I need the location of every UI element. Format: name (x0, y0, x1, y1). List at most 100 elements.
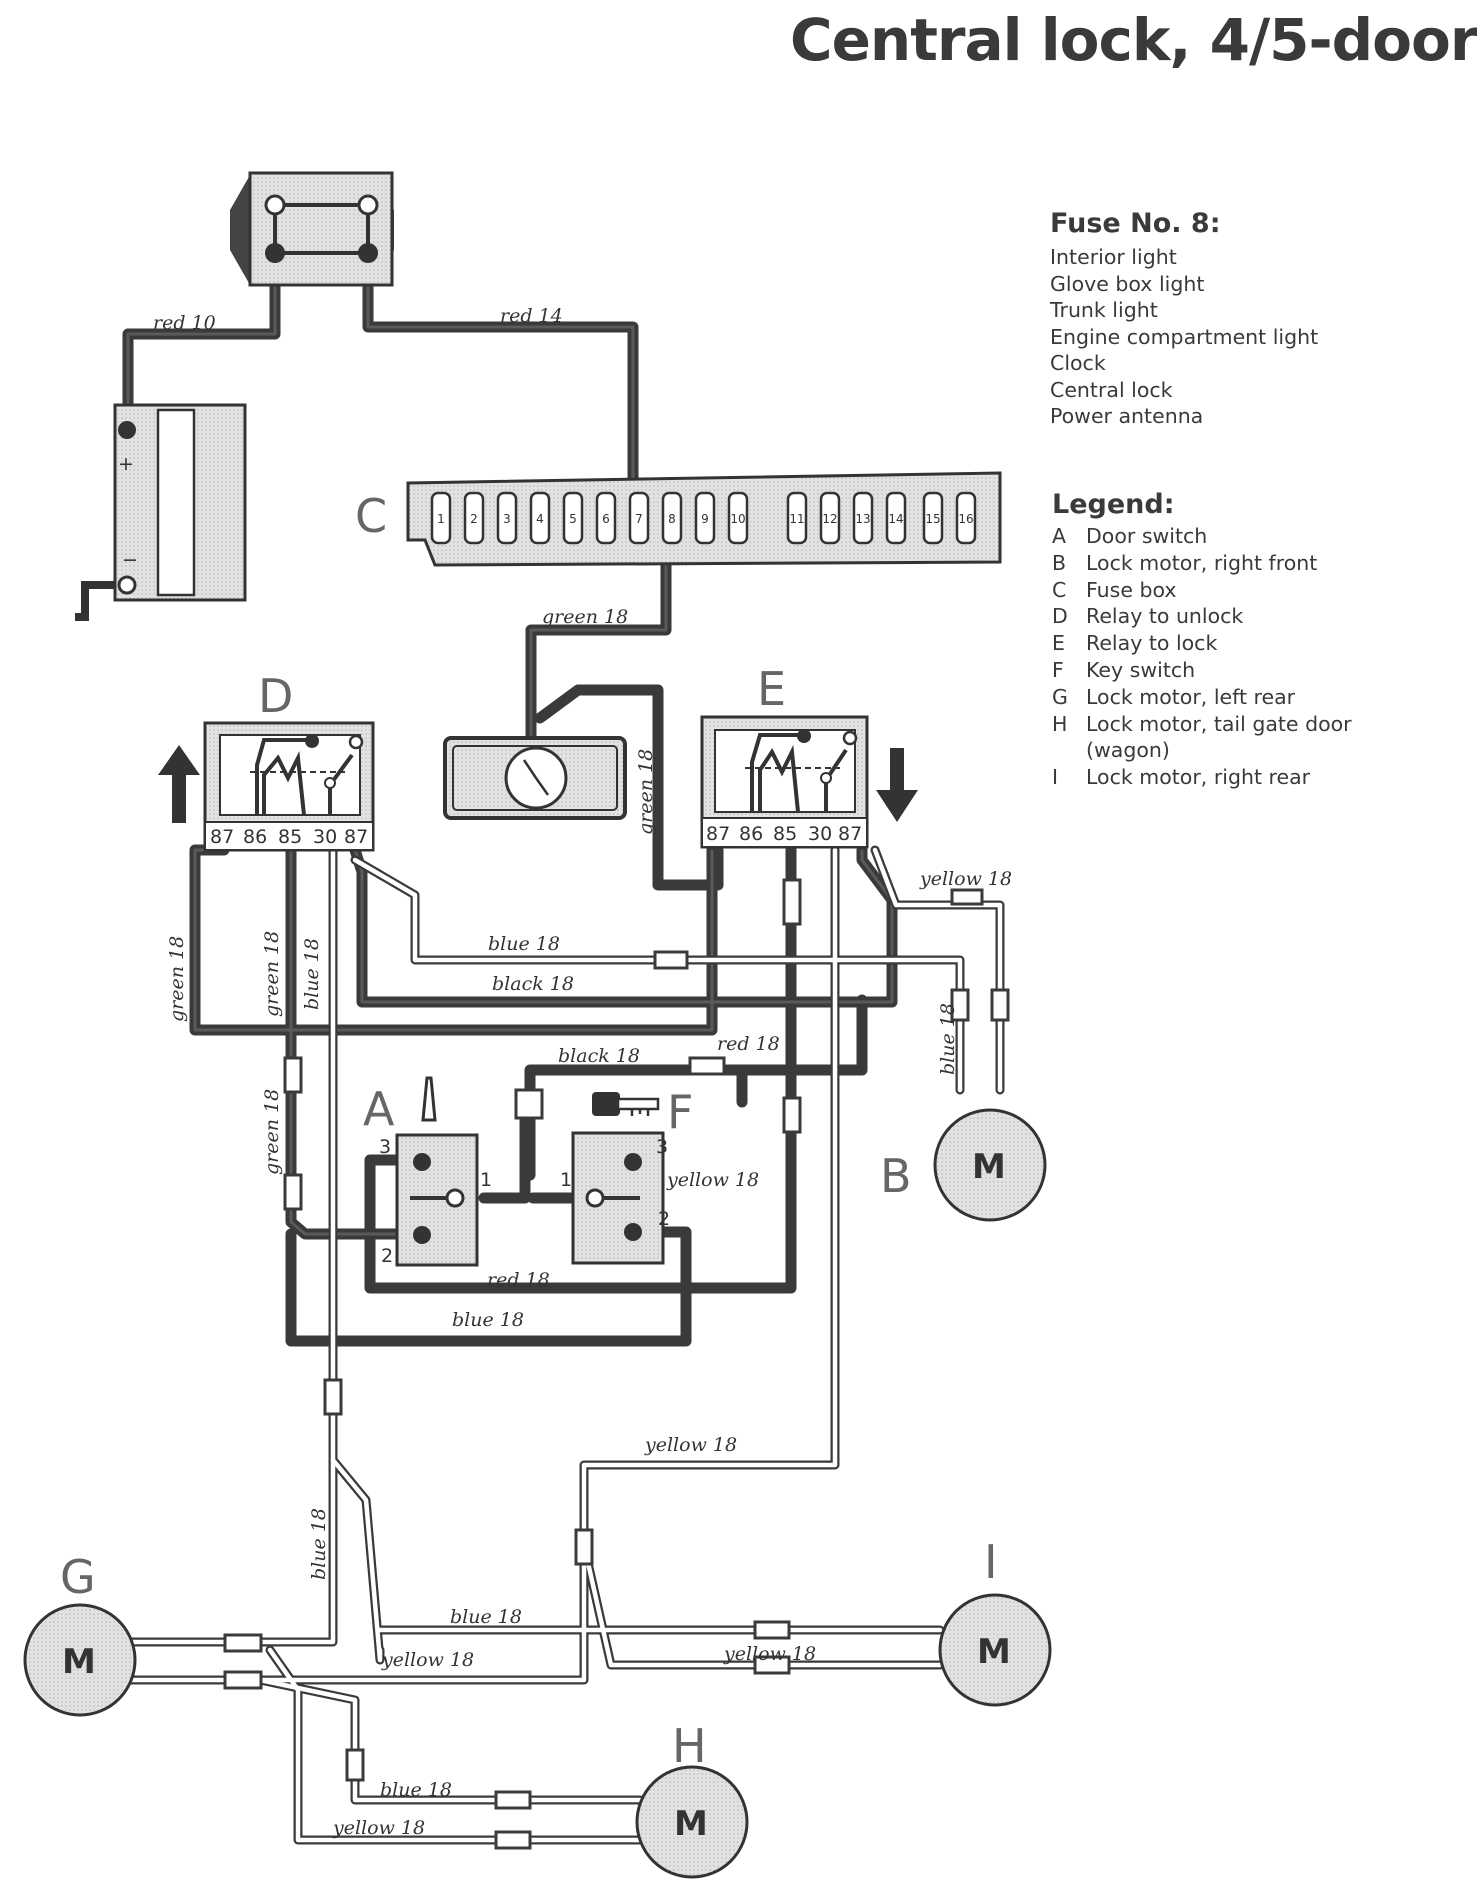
label-blue-18-loop: blue 18 (452, 1309, 524, 1331)
legend-label: Relay to unlock (1086, 604, 1244, 629)
label-blue-18-i: blue 18 (450, 1606, 522, 1628)
fuse-number: 4 (536, 512, 544, 526)
label-yellow-18-g: yellow 18 (381, 1649, 474, 1671)
legend-label: Lock motor, tail gate door (wagon) (1086, 711, 1352, 763)
motor-b: M B (880, 1108, 1047, 1222)
relay-d-pin-86: 86 (243, 826, 267, 848)
legend-label: Fuse box (1086, 577, 1177, 602)
label-green-18-vertical: green 18 (635, 749, 657, 835)
fuse-number: 5 (569, 512, 577, 526)
component-letter-g: G (60, 1550, 96, 1604)
relay-e-pin-30: 30 (808, 823, 832, 845)
fuse-number: 10 (730, 512, 745, 526)
arrow-down-icon (876, 748, 918, 822)
fuse-number: 6 (602, 512, 610, 526)
fuse-slot (727, 491, 749, 545)
relay-e-pin-87: 87 (706, 823, 730, 845)
fuse-number: 16 (958, 512, 973, 526)
connector (688, 1056, 726, 1076)
label-black-18-af: black 18 (558, 1045, 640, 1067)
component-letter-c: C (355, 489, 387, 543)
battery: + − (75, 403, 247, 621)
wire-blue-E (350, 855, 965, 1095)
fuse-heading: Fuse No. 8: (1050, 208, 1221, 239)
legend-key: D (1052, 604, 1068, 629)
main-switch (230, 171, 394, 287)
fuse-number: 2 (470, 512, 478, 526)
legend-key: H (1052, 711, 1068, 736)
relay-e-pin-87b: 87 (838, 823, 862, 845)
wire-red-E-85 (364, 844, 797, 1294)
connector (782, 878, 802, 926)
battery-plus: + (118, 453, 134, 475)
legend-item: G Lock motor, left rear (1052, 684, 1382, 711)
fuse-item: Interior light (1050, 245, 1177, 269)
connector (950, 988, 970, 1022)
connector (653, 950, 689, 970)
fuse-item: Engine compartment light (1050, 324, 1319, 349)
label-black-18: black 18 (492, 973, 574, 995)
fuse-slot (955, 491, 977, 545)
fuse-number: 7 (635, 512, 643, 526)
relay-d-pin-87b: 87 (344, 826, 368, 848)
label-red-14: red 14 (500, 305, 563, 327)
relay-d-pin-85: 85 (278, 826, 302, 848)
label-red-18-hook: red 18 (717, 1033, 780, 1055)
component-letter-i: I (984, 1535, 998, 1589)
key-icon (592, 1092, 660, 1116)
fuse-item: Central lock (1050, 377, 1173, 402)
label-yellow-18-f: yellow 18 (666, 1169, 759, 1191)
component-letter-f: F (667, 1085, 693, 1139)
fuse-number: 13 (855, 512, 870, 526)
connector (494, 1790, 532, 1810)
wire-dark-loop (285, 1226, 692, 1347)
legend-key: B (1052, 550, 1067, 575)
label-green-18-left: green 18 (166, 936, 188, 1022)
fuse-item: Clock (1050, 351, 1106, 375)
dark-wire-fills (126, 265, 894, 1236)
fuse-slot (628, 491, 650, 545)
connector (753, 1655, 791, 1675)
label-yellow-18-b: yellow 18 (919, 868, 1012, 890)
label-red-18: red 18 (487, 1269, 550, 1291)
component-letter-b: B (880, 1149, 912, 1203)
connector (782, 1096, 802, 1134)
component-letter-h: H (672, 1719, 707, 1773)
switch-a-pin-3: 3 (379, 1136, 391, 1158)
switch-a-pin-1: 1 (480, 1169, 492, 1191)
legend-label: Lock motor, left rear (1086, 684, 1296, 709)
clock (443, 736, 627, 820)
label-blue-18-b: blue 18 (937, 1003, 959, 1075)
key-switch-f: 3 1 2 F (560, 1085, 693, 1265)
relay-e: 87 86 85 30 87 E (700, 662, 869, 849)
fuse-item: Glove box light (1050, 271, 1205, 296)
relay-d-pin-87: 87 (210, 826, 234, 848)
label-yellow-18-mid: yellow 18 (644, 1434, 737, 1456)
connector (323, 1378, 343, 1416)
fuse-number: 3 (503, 512, 511, 526)
fuse-number: 12 (822, 512, 837, 526)
fuse-number: 15 (925, 512, 940, 526)
legend-heading: Legend: (1052, 489, 1175, 520)
connector (223, 1670, 263, 1690)
arrow-up-icon (158, 745, 200, 823)
fuse-number: 14 (888, 512, 903, 526)
connector (345, 1748, 365, 1782)
relay-e-pin-85: 85 (773, 823, 797, 845)
fuse-slot (562, 491, 584, 545)
label-red-10: red 10 (153, 312, 216, 334)
wire-connectors (223, 878, 1010, 1850)
connector (950, 888, 984, 906)
legend-key: E (1052, 631, 1065, 656)
relay-d-pin-30: 30 (313, 826, 337, 848)
legend-key: G (1052, 684, 1068, 709)
relay-e-pin-86: 86 (739, 823, 763, 845)
component-letter-e: E (757, 662, 786, 716)
fuse-item: Power antenna (1050, 404, 1204, 428)
